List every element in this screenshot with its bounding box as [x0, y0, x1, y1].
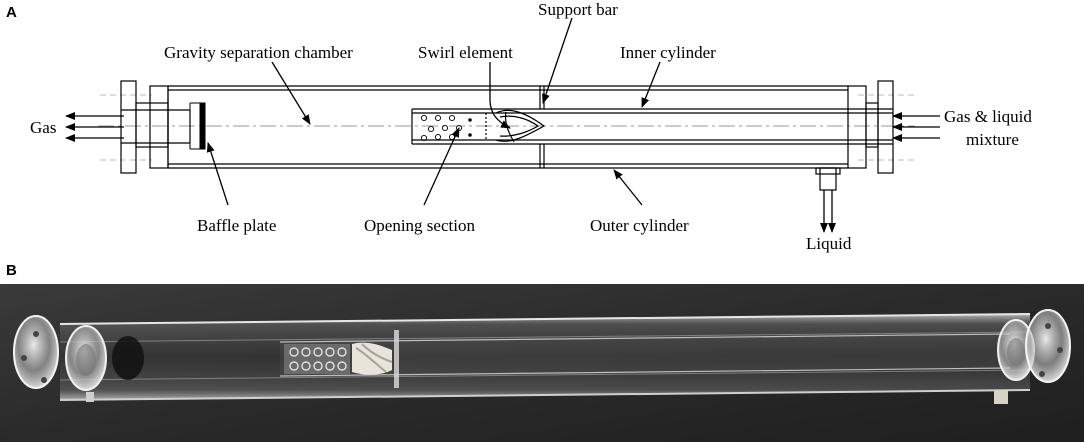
label-mixture-line1: Gas & liquid [944, 107, 1032, 126]
label-gravity-separation-chamber: Gravity separation chamber [164, 43, 353, 62]
left-flange [120, 80, 169, 174]
label-swirl-element: Swirl element [418, 43, 513, 62]
separator-schematic: Gravity separation chamber Swirl element… [30, 0, 1032, 253]
right-flanges-photo [994, 309, 1071, 404]
gas-out-arrows [65, 112, 124, 142]
label-outer-cylinder: Outer cylinder [590, 216, 689, 235]
inner-cylinder [411, 108, 893, 145]
mixture-in-arrows [892, 112, 940, 142]
label-liquid: Liquid [806, 234, 852, 253]
panel-letter-a: A [6, 4, 17, 21]
label-baffle-plate: Baffle plate [197, 216, 276, 235]
panel-letter-b: B [6, 262, 17, 279]
label-support-bar: Support bar [538, 0, 618, 19]
swirl-element-photo [352, 342, 393, 375]
label-gas: Gas [30, 118, 56, 137]
outer-tube [59, 313, 1031, 401]
separator-photo [0, 284, 1084, 442]
liquid-outlet [815, 167, 841, 191]
opening-section [284, 344, 350, 374]
support-bar-photo [394, 330, 399, 388]
left-flanges-photo [13, 315, 107, 402]
label-inner-cylinder: Inner cylinder [620, 43, 716, 62]
opening-section-holes [420, 114, 472, 142]
gas-outlet-pipe [121, 109, 191, 144]
leader-arrows [206, 17, 661, 206]
label-mixture-line2: mixture [966, 130, 1019, 149]
label-opening-section: Opening section [364, 216, 475, 235]
baffle-plate [189, 102, 206, 150]
liquid-out-arrows [820, 190, 836, 233]
outer-cylinder [168, 85, 848, 169]
baffle-plate-photo [112, 336, 144, 380]
inner-tube [279, 333, 1011, 377]
